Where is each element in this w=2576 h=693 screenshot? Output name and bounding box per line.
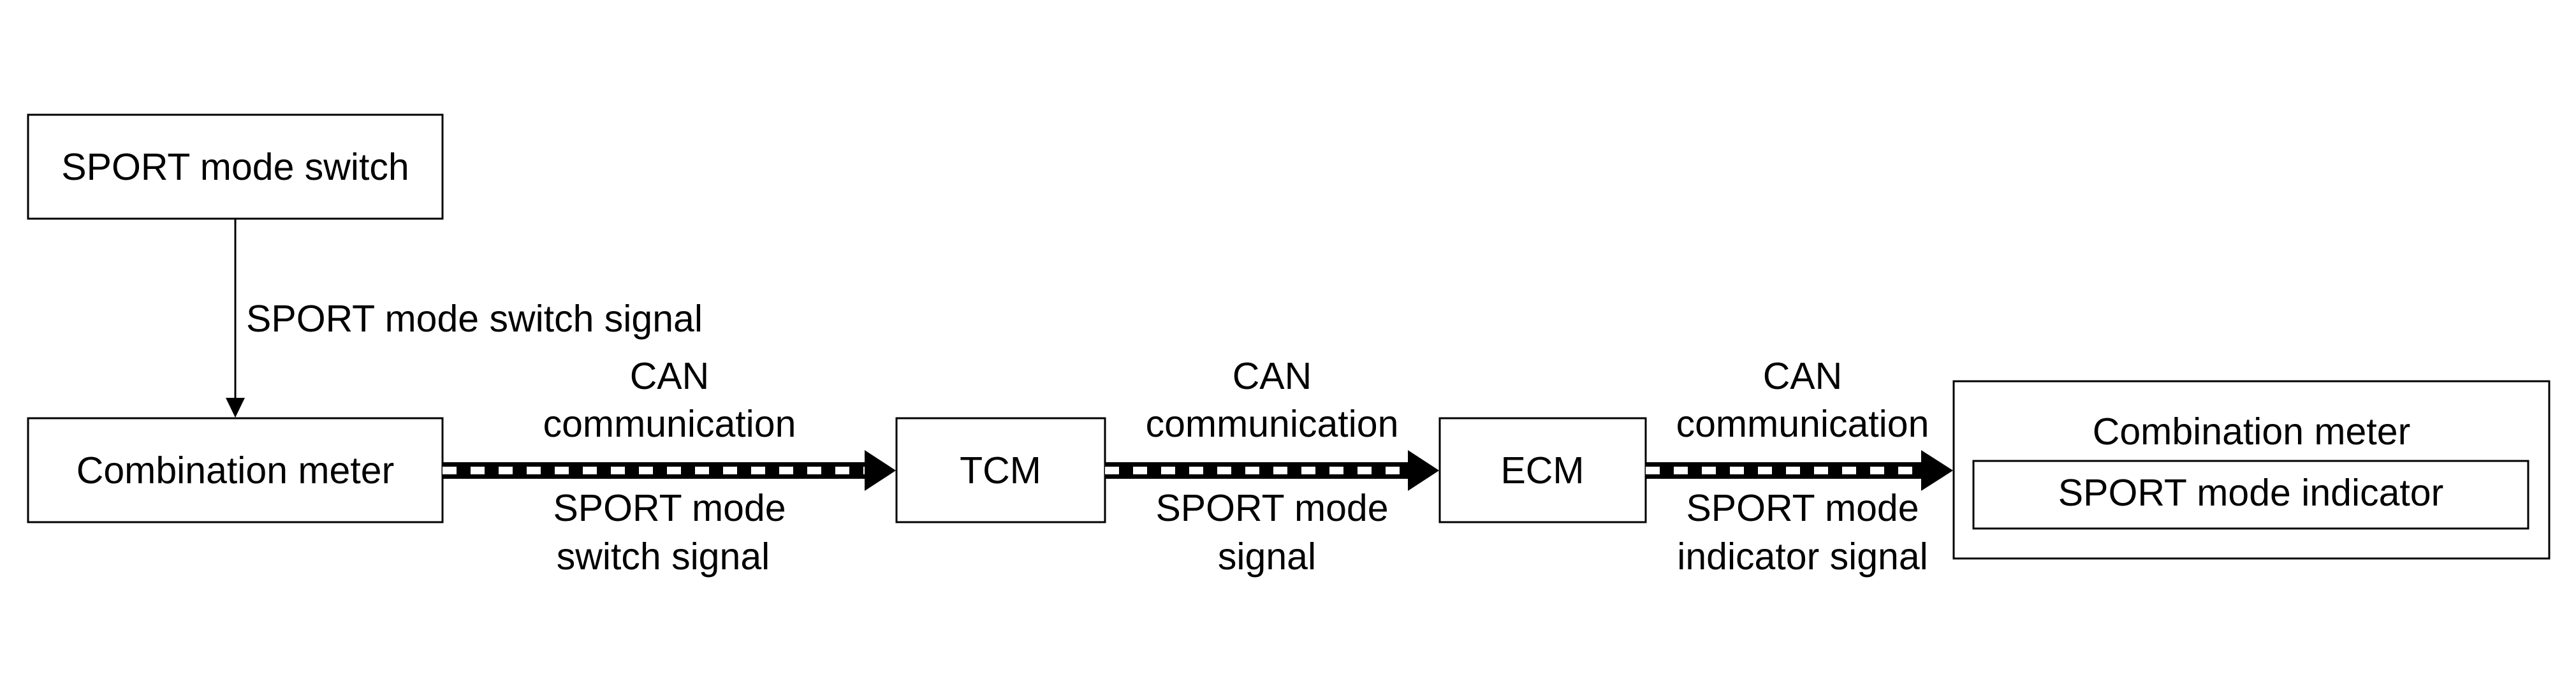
edge-label-bus-line1: CAN — [630, 355, 710, 397]
edge-label-bus-line2: communication — [1676, 403, 1929, 445]
edge-ecm-to-meter: CAN communication SPORT mode indicator s… — [1646, 355, 1953, 578]
edge-tcm-to-ecm: CAN communication SPORT mode signal — [1105, 355, 1439, 578]
edge-meter-to-tcm: CAN communication SPORT mode switch sign… — [443, 355, 896, 578]
edge-label-signal-line2: indicator signal — [1677, 536, 1928, 578]
arrow-head-icon — [226, 398, 245, 418]
node-combination-meter-right: Combination meter SPORT mode indicator — [1952, 380, 2550, 560]
edge-label-bus-line2: communication — [543, 403, 796, 445]
node-ecm: ECM — [1438, 417, 1647, 523]
node-label-combination-meter: Combination meter — [77, 449, 394, 492]
edge-label-bus-line1: CAN — [1763, 355, 1843, 397]
edge-label-signal-line2: switch signal — [557, 536, 770, 578]
node-label-sport-mode-indicator: SPORT mode indicator — [2058, 472, 2444, 514]
node-sport-mode-switch: SPORT mode switch — [27, 113, 444, 220]
edge-label-signal-line2: signal — [1218, 536, 1316, 578]
arrow-head-icon — [1408, 450, 1439, 491]
node-label-sport-mode-switch: SPORT mode switch — [61, 146, 409, 188]
node-label-tcm: TCM — [960, 449, 1041, 492]
node-label-ecm: ECM — [1500, 449, 1584, 492]
edge-label-signal-line1: SPORT mode — [1686, 487, 1919, 529]
node-label-combination-meter-right: Combination meter — [2093, 411, 2410, 453]
node-tcm: TCM — [895, 417, 1106, 523]
node-sport-mode-indicator: SPORT mode indicator — [1972, 460, 2529, 530]
arrow-head-icon — [1921, 450, 1953, 491]
edge-label-bus-line2: communication — [1146, 403, 1399, 445]
edge-switch-to-meter: SPORT mode switch signal — [226, 219, 703, 418]
edge-label-signal-line1: SPORT mode — [553, 487, 786, 529]
edge-label-signal-line1: SPORT mode — [1155, 487, 1388, 529]
edge-label-bus-line1: CAN — [1233, 355, 1312, 397]
edge-label-signal: SPORT mode switch signal — [246, 298, 703, 340]
can-bus-line — [443, 462, 866, 479]
node-combination-meter: Combination meter — [27, 417, 444, 523]
arrow-head-icon — [865, 450, 896, 491]
